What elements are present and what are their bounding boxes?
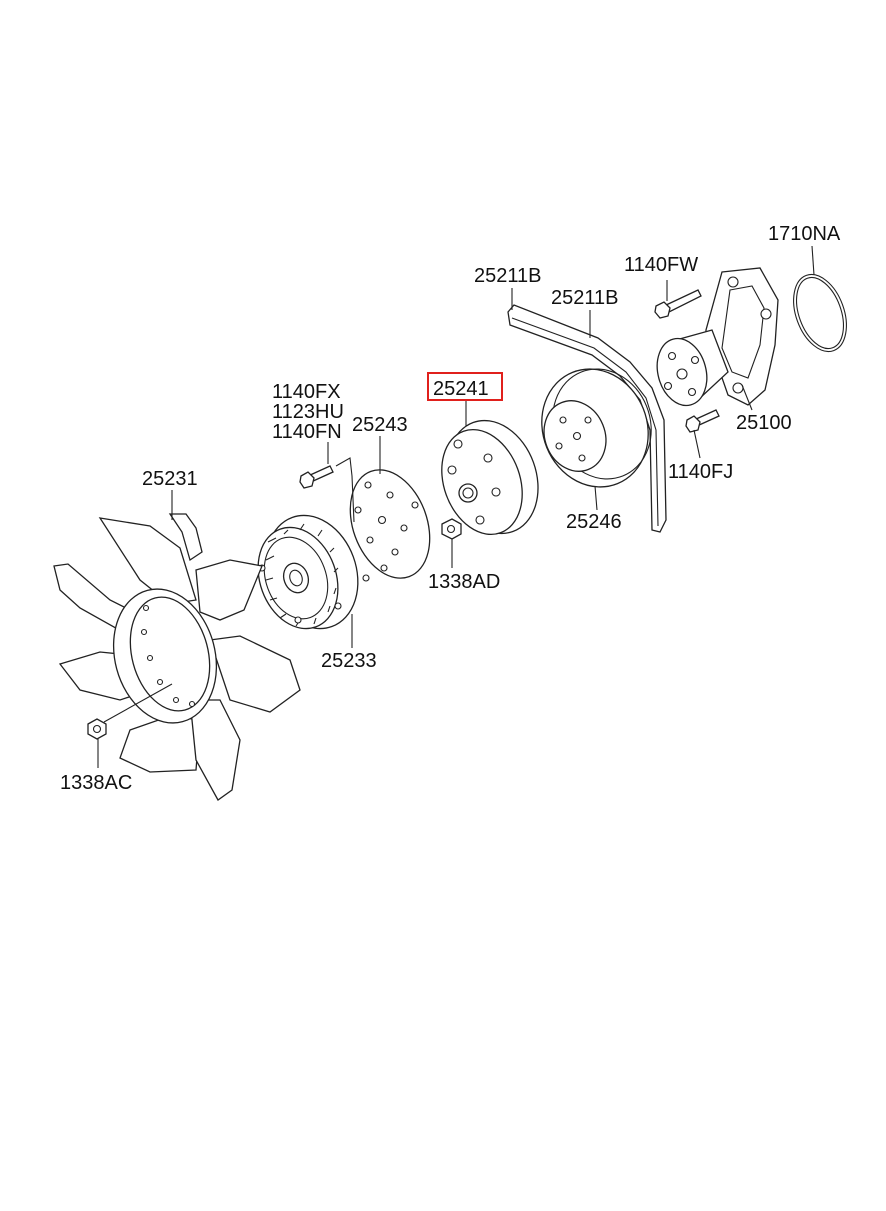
nut-1338AD[interactable] [441, 518, 462, 568]
fan-plate-25243[interactable] [336, 436, 444, 589]
label-1338AC[interactable]: 1338AC [60, 772, 132, 794]
highlight-box [427, 372, 503, 401]
o-ring-1710NA[interactable] [784, 245, 856, 359]
fan-pulley-spacer-25241[interactable] [428, 400, 553, 546]
water-pump-25100[interactable] [650, 267, 779, 411]
v-belt-25211B[interactable] [507, 288, 667, 533]
label-1140FN[interactable]: 1140FN [272, 421, 342, 443]
label-25211B-belt[interactable]: 25211B [551, 287, 618, 309]
label-1710NA[interactable]: 1710NA [768, 223, 841, 245]
label-1123HU[interactable]: 1123HU [272, 401, 344, 423]
label-25231[interactable]: 25231 [142, 468, 198, 490]
cooling-fan-25231[interactable] [53, 490, 301, 801]
label-25243[interactable]: 25243 [352, 414, 408, 436]
label-1140FX[interactable]: 1140FX [272, 381, 341, 403]
label-25241[interactable]: 25241 [433, 378, 489, 400]
label-1140FJ[interactable]: 1140FJ [668, 461, 733, 483]
bolt-1140FJ[interactable] [685, 409, 720, 459]
label-25233[interactable]: 25233 [321, 650, 377, 672]
label-25211B-belt-top[interactable]: 25211B [474, 265, 541, 287]
label-1338AD[interactable]: 1338AD [428, 571, 500, 593]
fan-clutch-25233[interactable] [245, 502, 374, 648]
label-1140FW[interactable]: 1140FW [624, 254, 698, 276]
label-25246[interactable]: 25246 [566, 511, 622, 533]
bolt-1140FW[interactable] [654, 280, 702, 319]
label-25100[interactable]: 25100 [736, 412, 792, 434]
nut-1338AC[interactable] [87, 718, 107, 768]
pulley-25246[interactable] [524, 353, 667, 511]
bolt-1140FX[interactable] [299, 442, 355, 523]
